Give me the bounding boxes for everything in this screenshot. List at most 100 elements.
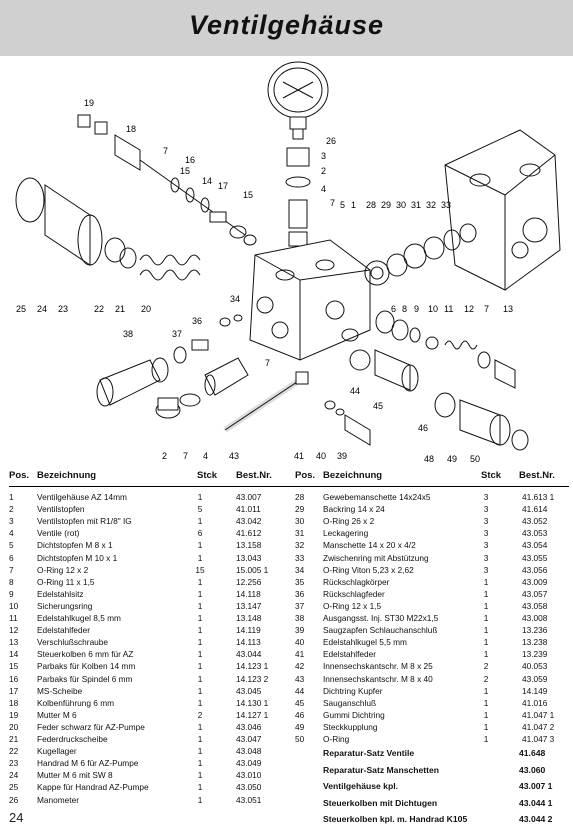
callout-5: 5 [340, 200, 345, 210]
row-pos: 13 [9, 637, 19, 648]
row-order-number: 43.055 [522, 552, 548, 563]
repair-kit-label: Steuerkolben mit Dichtugen [323, 797, 438, 808]
callout-10: 10 [428, 304, 438, 314]
row-order-number: 14.123 1 [236, 661, 269, 672]
repair-kit-order-number: 43.044 1 [519, 797, 553, 808]
row-quantity: 1 [197, 782, 203, 793]
row-description: Kappe für Handrad AZ-Pumpe [37, 782, 149, 793]
row-pos: 4 [9, 528, 14, 539]
row-order-number: 43.052 [522, 516, 548, 527]
row-description: Saugzapfen Schlauchanschluß [323, 625, 438, 636]
callout-24: 24 [37, 304, 47, 314]
manometer-drawing [267, 61, 329, 140]
row-pos: 33 [295, 552, 305, 563]
row-pos: 6 [9, 552, 14, 563]
row-quantity: 1 [197, 576, 203, 587]
row-quantity: 1 [197, 746, 203, 757]
row-description: Kugellager [37, 746, 77, 757]
row-description: Parbaks für Kolben 14 mm [37, 661, 136, 672]
row-quantity: 1 [483, 649, 489, 660]
row-order-number: 43.059 [522, 673, 548, 684]
row-order-number: 41.614 [522, 504, 548, 515]
row-order-number: 14.130 1 [236, 697, 269, 708]
callout-4: 4 [321, 184, 326, 194]
row-quantity: 2 [483, 661, 489, 672]
row-pos: 7 [9, 564, 14, 575]
row-order-number: 13.158 [236, 540, 262, 551]
row-order-number: 43.057 [522, 588, 548, 599]
row-order-number: 14.119 [236, 625, 261, 636]
row-quantity: 1 [197, 734, 203, 744]
callout-labels: 19 18 7 16 15 14 17 15 26 3 2 4 7 5 1 28… [16, 98, 513, 464]
row-quantity: 1 [197, 770, 203, 781]
row-quantity: 5 [197, 504, 203, 515]
row-pos: 43 [295, 673, 305, 684]
page-number: 24 [9, 810, 24, 825]
row-pos: 32 [295, 540, 305, 551]
row-description: Manometer [37, 794, 79, 805]
row-description: Ventilstopfen mit R1/8" IG [37, 516, 132, 527]
row-description: Sicherungsring [37, 600, 93, 611]
row-order-number: 43.053 [522, 528, 548, 539]
row-order-number: 41.047 2 [522, 721, 555, 732]
row-pos: 9 [9, 588, 14, 599]
row-pos: 31 [295, 528, 305, 539]
repair-kit-order-number: 43.060 [519, 764, 546, 775]
row-quantity: 1 [483, 576, 489, 587]
callout-39: 39 [337, 451, 347, 461]
callout-7: 7 [163, 146, 168, 156]
row-quantity: 3 [483, 564, 489, 575]
row-description: Dichtring Kupfer [323, 685, 383, 696]
row-description: Innensechskantschr. M 8 x 40 [323, 673, 433, 684]
row-pos: 10 [9, 600, 19, 611]
header-desc-right: Bezeichnung [323, 470, 383, 481]
row-order-number: 41.011 [236, 504, 261, 515]
row-description: Ventile (rot) [37, 528, 80, 539]
row-description: Feder schwarz für AZ-Pumpe [37, 721, 145, 732]
repair-kit-row: Ventilgehäuse kpl.43.007 1 [323, 779, 569, 793]
row-description: Federdruckscheibe [37, 734, 108, 744]
row-description: Manschette 14 x 20 x 4/2 [323, 540, 416, 551]
row-quantity: 1 [197, 649, 203, 660]
row-pos: 19 [9, 709, 19, 720]
repair-kit-order-number: 41.648 [519, 748, 546, 758]
row-description: Gewebemanschette 14x24x5 [323, 492, 431, 502]
row-pos: 1 [9, 492, 14, 502]
row-description: Parbaks für Spindel 6 mm [37, 673, 133, 684]
callout-4b: 4 [203, 451, 208, 461]
row-order-number: 14.149 [522, 685, 548, 696]
row-order-number: 43.045 [236, 685, 262, 696]
row-quantity: 1 [483, 697, 489, 708]
row-quantity: 1 [483, 625, 489, 636]
row-quantity: 1 [197, 625, 203, 636]
row-order-number: 13.239 [522, 649, 548, 660]
repair-kit-row: Steuerkolben mit Dichtugen 43.044 1 [323, 796, 569, 810]
row-pos: 37 [295, 600, 305, 611]
row-order-number: 14.123 2 [236, 673, 269, 684]
row-description: Dichtstopfen M 8 x 1 [37, 540, 113, 551]
row-quantity: 1 [483, 685, 489, 696]
